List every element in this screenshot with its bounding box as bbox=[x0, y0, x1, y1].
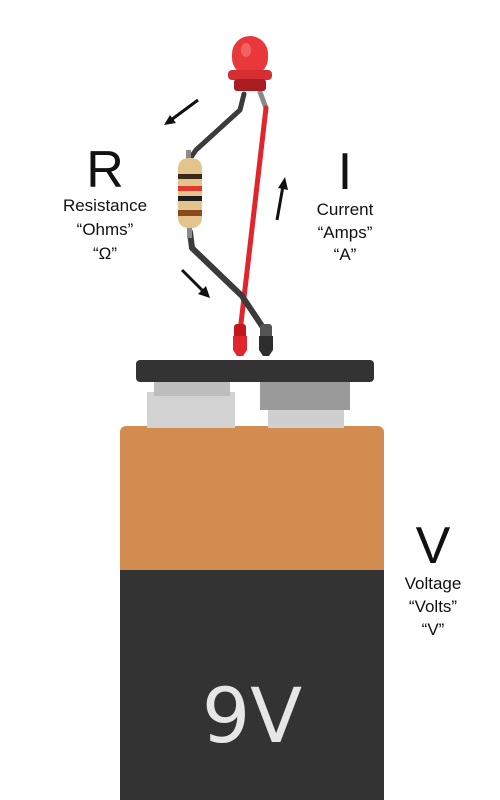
resistor-band-2 bbox=[178, 186, 202, 191]
arrow-up-right bbox=[275, 177, 288, 221]
battery-clip-cap bbox=[136, 360, 374, 382]
led-highlight bbox=[241, 43, 251, 57]
battery-terminals bbox=[147, 376, 350, 428]
resistor-band-1 bbox=[178, 174, 202, 179]
arrow-top-left bbox=[164, 98, 199, 125]
led-lead-red-top bbox=[257, 89, 269, 111]
current-name: Current bbox=[316, 200, 374, 219]
wire-connectors bbox=[233, 324, 273, 356]
voltage-unit: “Volts” bbox=[408, 597, 458, 616]
battery-label: 9V bbox=[202, 671, 302, 760]
current-arrows bbox=[164, 98, 288, 298]
battery: 9V bbox=[120, 426, 384, 800]
voltage-unit-symbol: “V” bbox=[421, 620, 445, 639]
arrow-bottom-left bbox=[180, 268, 210, 298]
positive-terminal-upper bbox=[154, 378, 230, 396]
resistance-symbol: R bbox=[86, 141, 124, 199]
resistance-unit-symbol: “Ω” bbox=[92, 244, 118, 263]
black-connector-tip bbox=[259, 336, 273, 356]
led-base bbox=[234, 79, 266, 91]
led-dome bbox=[232, 36, 268, 76]
resistor-to-battery-black-wire bbox=[187, 229, 269, 335]
voltage-symbol: V bbox=[415, 517, 451, 575]
resistor-band-4 bbox=[178, 210, 202, 216]
resistor-band-3 bbox=[178, 196, 202, 201]
led-rim bbox=[228, 70, 272, 80]
current-unit-symbol: “A” bbox=[333, 245, 357, 264]
current-unit: “Amps” bbox=[317, 223, 373, 242]
battery-copper-top bbox=[120, 426, 384, 576]
red-connector-tip bbox=[233, 336, 247, 356]
resistance-name: Resistance bbox=[62, 196, 148, 215]
positive-terminal-lower bbox=[147, 392, 235, 428]
resistor-lead-bottom bbox=[187, 224, 192, 238]
led bbox=[228, 36, 272, 91]
current-symbol: I bbox=[337, 143, 353, 201]
wires bbox=[184, 89, 269, 335]
resistor-body bbox=[178, 158, 202, 228]
battery-black-body bbox=[120, 570, 384, 800]
voltage-name: Voltage bbox=[404, 574, 462, 593]
resistor bbox=[178, 150, 202, 238]
led-lead-to-resistor-wire bbox=[184, 91, 247, 166]
resistance-unit: “Ohms” bbox=[76, 220, 134, 239]
